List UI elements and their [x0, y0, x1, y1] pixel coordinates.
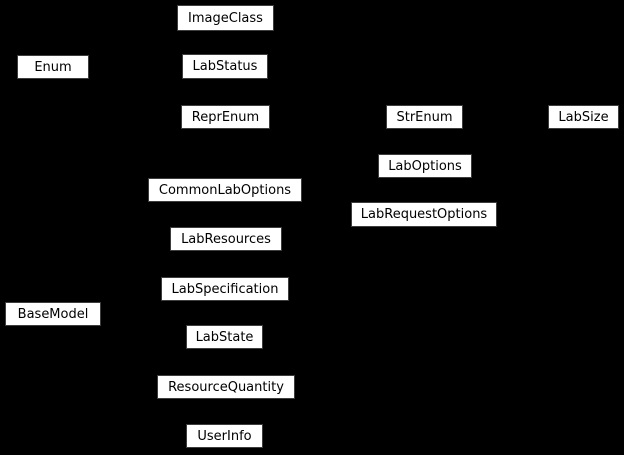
class-node-strenum[interactable]: StrEnum — [386, 105, 463, 129]
class-node-resourcequantity[interactable]: ResourceQuantity — [157, 375, 295, 399]
class-node-basemodel[interactable]: BaseModel — [5, 302, 101, 326]
class-node-reprenum[interactable]: ReprEnum — [181, 105, 270, 129]
class-node-labstatus[interactable]: LabStatus — [182, 54, 268, 79]
class-node-laboptions[interactable]: LabOptions — [378, 154, 472, 178]
class-node-commonlaboptions[interactable]: CommonLabOptions — [148, 178, 302, 202]
class-node-enum[interactable]: Enum — [17, 55, 89, 79]
class-node-labspecification[interactable]: LabSpecification — [161, 277, 289, 301]
class-node-imageclass[interactable]: ImageClass — [177, 5, 274, 31]
class-node-labsize[interactable]: LabSize — [548, 105, 619, 129]
class-node-labrequestoptions[interactable]: LabRequestOptions — [351, 202, 497, 227]
class-node-userinfo[interactable]: UserInfo — [186, 424, 263, 448]
class-node-labresources[interactable]: LabResources — [170, 227, 282, 251]
class-node-labstate[interactable]: LabState — [186, 325, 263, 349]
